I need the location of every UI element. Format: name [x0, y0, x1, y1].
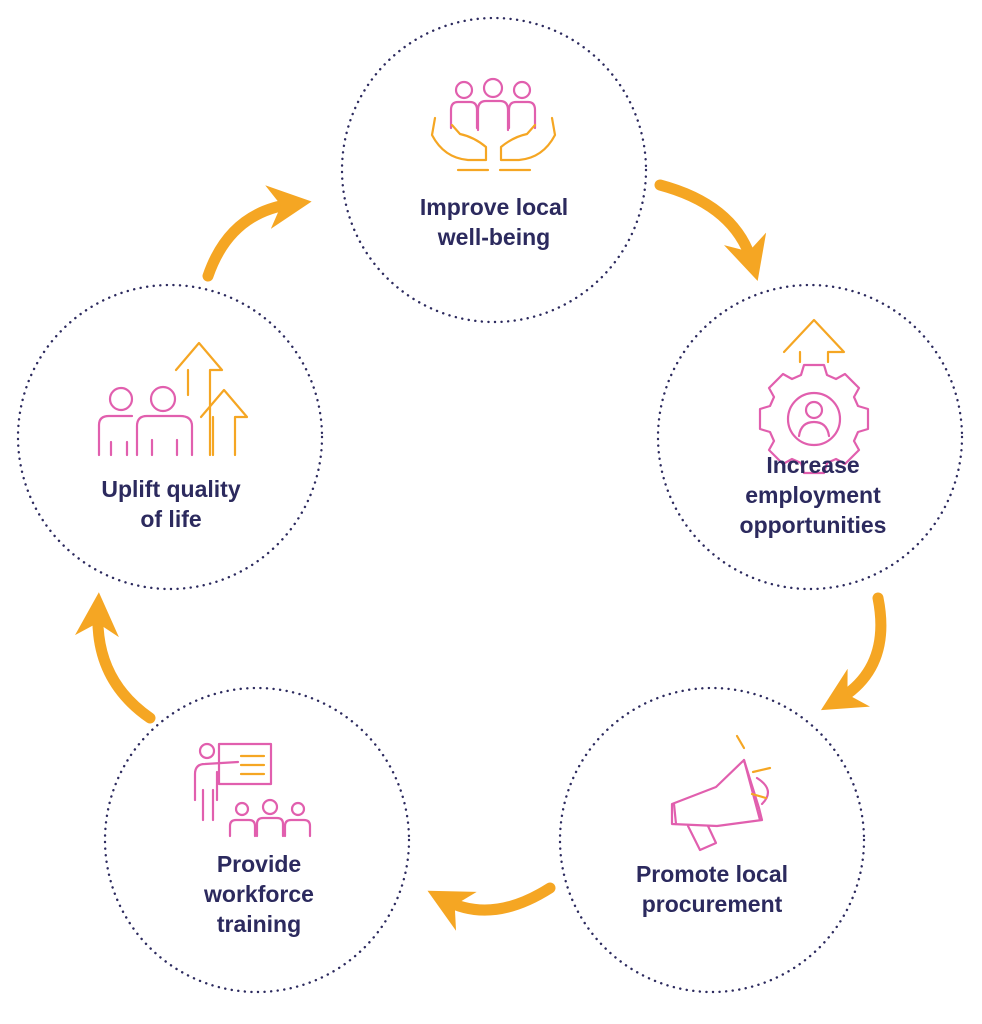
cycle-arrow-4: [74, 592, 156, 724]
node-label-line: Improve local: [419, 194, 569, 220]
node-label-line: Uplift quality: [101, 476, 241, 502]
node-label-quality-of-life: Uplift quality of life: [51, 474, 291, 534]
node-label-employment: Increase employment opportunities: [693, 450, 933, 540]
node-circle-training: [103, 686, 411, 994]
node-label-line: training: [216, 911, 302, 937]
gear-person-arrow-icon: [758, 318, 870, 475]
node-label-line: Increase: [766, 452, 860, 478]
cycle-arrow-3: [427, 882, 556, 931]
cycle-arrow-2: [820, 592, 887, 711]
node-circle-quality-of-life: [16, 283, 324, 591]
node-label-training: Provide workforce training: [139, 849, 379, 939]
cycle-arrow-5: [202, 185, 312, 282]
node-label-line: Provide: [216, 851, 302, 877]
presentation-training-icon: [193, 742, 312, 838]
node-label-line: Promote local: [635, 861, 789, 887]
node-label-well-being: Improve local well-being: [374, 192, 614, 252]
node-circle-well-being: [340, 16, 648, 324]
node-label-line: procurement: [641, 891, 783, 917]
node-circle-employment: [656, 283, 964, 591]
node-label-line: workforce: [204, 881, 314, 907]
node-label-line: opportunities: [739, 512, 887, 538]
people-growth-arrows-icon: [97, 341, 249, 457]
cycle-arrow-1: [654, 179, 767, 281]
people-in-hands-icon: [430, 77, 557, 172]
node-label-line: employment: [745, 482, 881, 508]
node-label-line: of life: [140, 506, 202, 532]
node-label-line: well-being: [437, 224, 551, 250]
megaphone-icon: [670, 734, 772, 852]
node-circle-procurement: [558, 686, 866, 994]
node-label-procurement: Promote local procurement: [592, 859, 832, 919]
